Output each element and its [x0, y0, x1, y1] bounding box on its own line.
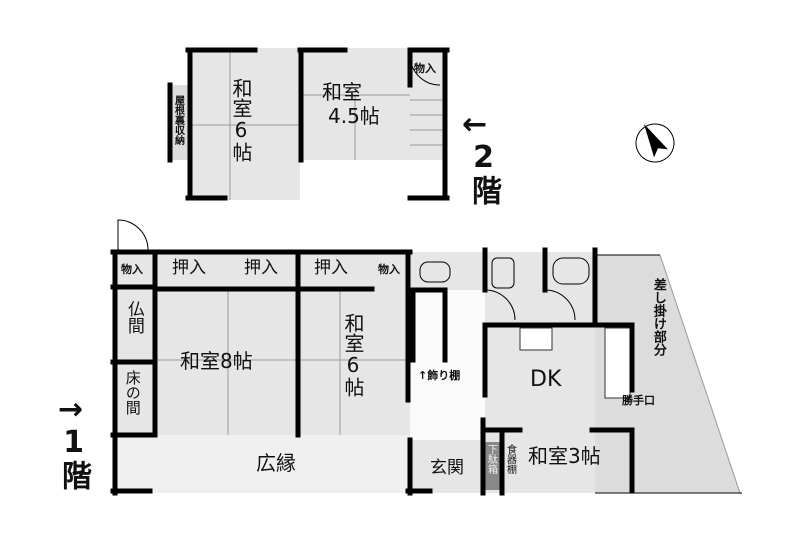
- room-1f-cupboard: 食器棚: [504, 444, 516, 474]
- door-swing-icon: [409, 54, 441, 86]
- room-2f-attic-storage: 屋根裏収納: [172, 95, 184, 145]
- floor2-label: 2階: [466, 140, 501, 205]
- attic-storage-area: [168, 85, 188, 160]
- tatami-and-stair-lines: [155, 48, 741, 494]
- lean-to-label: 差し掛け部分: [650, 278, 666, 356]
- room-2f-closet: 物入: [414, 62, 436, 75]
- room-1f-oshiire-1: 押入: [172, 258, 206, 278]
- room-1f-oshiire-3: 押入: [314, 258, 348, 278]
- room-1f-back-door: 勝手口: [622, 394, 655, 407]
- door-swing-icon: [544, 289, 576, 321]
- walls: [110, 47, 635, 496]
- room-1f-hiroen: 広縁: [256, 451, 296, 475]
- room-1f-butsuma: 仏間: [123, 300, 144, 334]
- room-1f-washitsu3: 和室3帖: [528, 444, 601, 468]
- floor1-label: 1階: [56, 425, 91, 490]
- kitchen-stove-counter: [604, 327, 631, 399]
- room-2f-washitsu6: 和室6帖: [229, 78, 253, 162]
- room-1f-washitsu6: 和室6帖: [341, 313, 365, 397]
- room-1f-washitsu8: 和室8帖: [180, 349, 253, 373]
- room-1f-display-shelf: ↑飾り棚: [418, 369, 461, 382]
- shoe-box: [483, 442, 500, 490]
- toilet-icon: [419, 261, 451, 283]
- floor2-arrow: ←: [462, 107, 488, 142]
- door-swing-icon: [117, 219, 149, 251]
- room-1f-shoe-box: 下駄箱: [485, 444, 497, 474]
- door-swing-icon: [484, 289, 516, 321]
- fixtures: [117, 54, 742, 494]
- room-2f-washitsu45-a: 和室: [322, 80, 362, 104]
- washbasin-icon: [491, 257, 515, 289]
- room-1f-lean-to: 差し掛け部分: [628, 262, 688, 376]
- room-1f-dk: DK: [530, 367, 562, 392]
- room-2f-washitsu45-b: 4.5帖: [328, 104, 380, 128]
- kitchen-sink: [519, 327, 553, 351]
- room-1f-tokonoma: 床の間: [123, 370, 142, 415]
- room-1f-closet-left: 物入: [121, 263, 143, 276]
- floor1-arrow: →: [58, 392, 84, 427]
- room-1f-genkan: 玄関: [430, 458, 464, 478]
- room-1f-oshiire-2: 押入: [244, 258, 278, 278]
- room-1f-closet-mid: 物入: [378, 263, 400, 276]
- north-arrow-icon: [635, 123, 675, 163]
- floor2-corridor: [300, 160, 447, 200]
- hiroen-floor: [113, 435, 408, 493]
- bathtub-icon: [552, 257, 590, 285]
